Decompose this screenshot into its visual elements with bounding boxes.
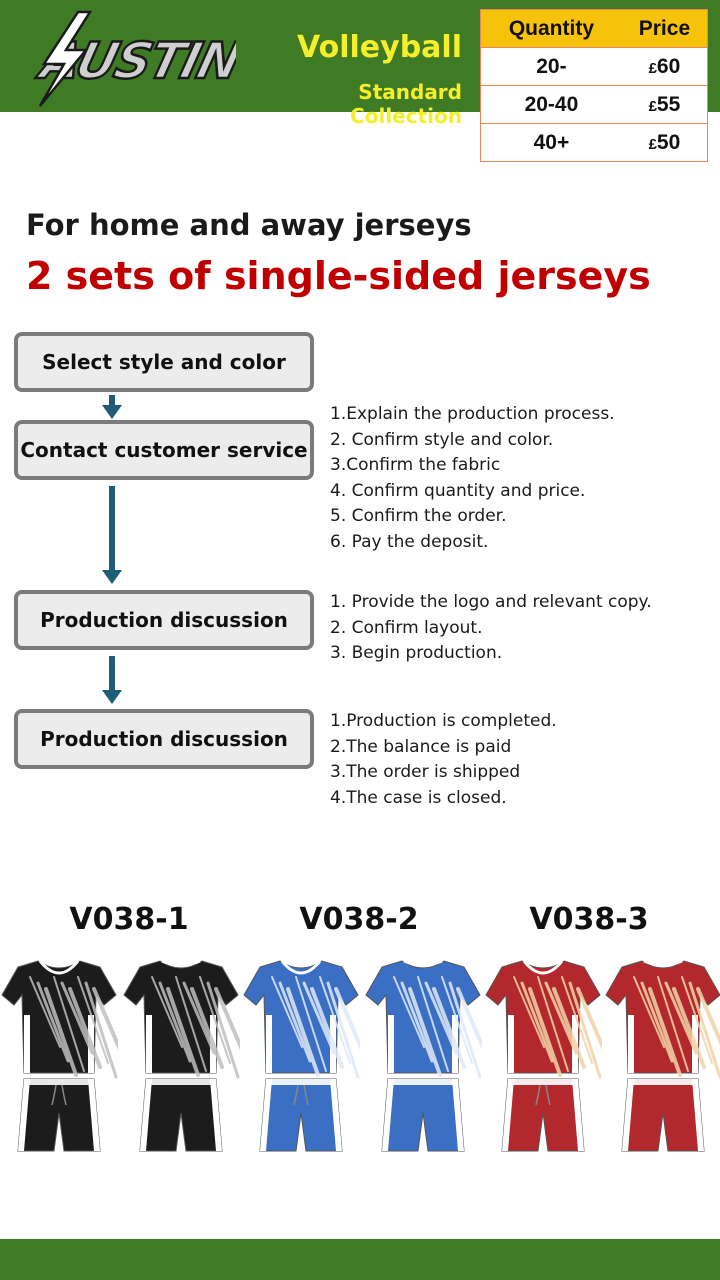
product-code: V038-2 [299,902,419,937]
currency-symbol: £ [648,135,657,153]
list-item: 1.Explain the production process. [330,404,615,424]
flow-arrow [102,656,122,704]
quantity-header: Quantity [480,9,622,48]
quantity-cell: 20- [480,47,622,86]
list-item: 4.The case is closed. [330,787,507,808]
jersey-kit-front [243,960,360,1152]
step-production-discussion: Production discussion [14,590,314,650]
flow-arrow [102,486,122,584]
footer-bar [0,1239,720,1280]
price-amount: 50 [656,130,681,154]
step-contact-details: 1.Explain the production process. 2. Con… [330,402,615,556]
list-item: 2.The balance is paid [330,736,512,757]
collection-subtitle: Standard Collection [350,80,462,128]
price-cell: £60 [621,47,708,86]
price-table: Quantity Price 20- £60 20-40 £55 40+ £50 [480,9,708,162]
step-select-style: Select style and color [14,332,314,392]
collection-title: Volleyball [297,30,462,65]
step-contact-service: Contact customer service [14,420,314,480]
quantity-cell: 20-40 [480,85,622,124]
list-item: 5. Confirm the order. [330,506,507,527]
list-item: 2. Confirm style and color. [330,429,554,450]
currency-symbol: £ [648,59,657,77]
jersey-kit-back [605,959,720,1152]
price-amount: 55 [656,92,681,116]
step-production-completion: Production discussion [14,709,314,769]
product-code: V038-1 [69,902,189,937]
intro-headline: 2 sets of single-sided jerseys [26,254,651,298]
price-header: Price [621,9,708,48]
currency-symbol: £ [648,97,657,115]
list-item: 6. Pay the deposit. [330,531,489,552]
step-completion-details: 1.Production is completed. 2.The balance… [330,709,557,811]
jersey-kit-front [1,960,118,1152]
price-cell: £50 [621,123,708,162]
list-item: 1.Production is completed. [330,711,557,731]
flow-arrow [102,395,122,419]
list-item: 2. Confirm layout. [330,617,483,638]
lightning-bolt-icon [38,10,93,107]
jersey-kit-back [365,959,482,1152]
austin-logo: AUSTIN [30,10,236,107]
table-row: 20-40 £55 [480,85,708,124]
table-row: 20- £60 [480,47,708,86]
table-row: 40+ £50 [480,123,708,162]
product-code: V038-3 [529,902,649,937]
intro-line: For home and away jerseys [26,208,472,242]
jersey-kit-front [485,960,602,1152]
list-item: 1. Provide the logo and relevant copy. [330,592,652,612]
list-item: 3.The order is shipped [330,762,521,783]
list-item: 3.Confirm the fabric [330,455,501,476]
price-amount: 60 [656,54,681,78]
step-production-details: 1. Provide the logo and relevant copy. 2… [330,590,652,667]
jersey-kit-back [123,959,240,1152]
list-item: 3. Begin production. [330,643,503,664]
price-table-header: Quantity Price [480,9,708,48]
list-item: 4. Confirm quantity and price. [330,480,586,501]
price-cell: £55 [621,85,708,124]
quantity-cell: 40+ [480,123,622,162]
